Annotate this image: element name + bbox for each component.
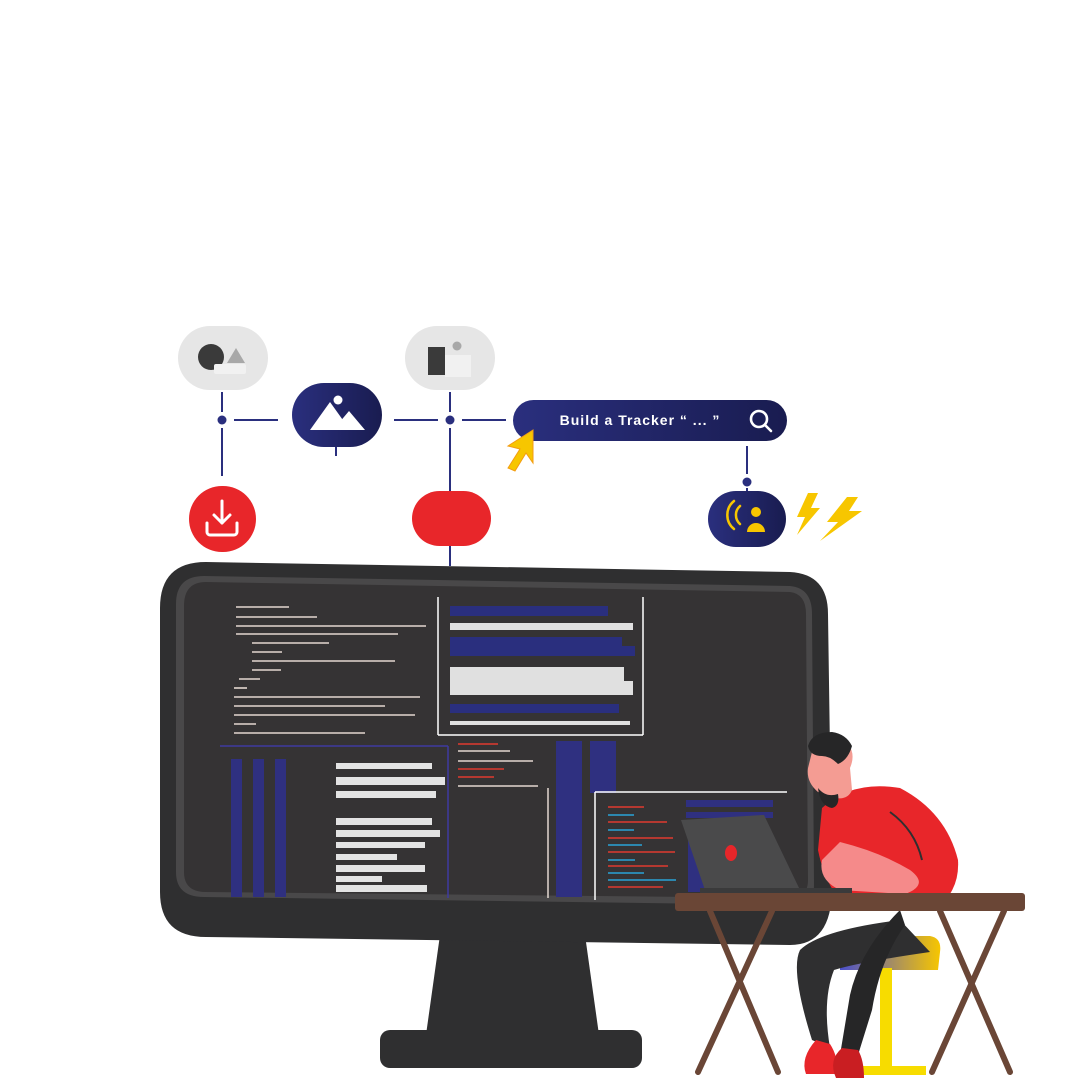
- broadcast-user-node[interactable]: [708, 491, 786, 547]
- person: [796, 732, 959, 1078]
- layout-icon: [428, 341, 471, 377]
- search-icon[interactable]: [749, 409, 773, 433]
- flow-connectors: [221, 392, 748, 566]
- download-icon: [205, 499, 239, 537]
- screen-preview-panel: [437, 597, 644, 736]
- broadcast-user-icon: [726, 499, 765, 532]
- layout-node[interactable]: [405, 326, 495, 390]
- shapes-node[interactable]: [178, 326, 268, 390]
- connector-dots: [217, 415, 752, 487]
- record-node[interactable]: [412, 491, 491, 546]
- code-lines: [234, 606, 426, 734]
- screen-code-middle: [458, 741, 616, 898]
- screen-columns-panel: [220, 745, 449, 898]
- image-icon: [310, 395, 365, 430]
- laptop: [681, 815, 852, 894]
- lightning-icon: [797, 493, 862, 541]
- shapes-icon: [198, 344, 246, 374]
- image-node[interactable]: [292, 383, 382, 447]
- monitor-stand: [380, 935, 642, 1068]
- search-query-text[interactable]: Build a Tracker “ ... ”: [559, 412, 721, 428]
- download-node[interactable]: [189, 486, 256, 552]
- cursor-icon: [506, 429, 534, 472]
- desk: [675, 893, 1025, 1075]
- search-bar[interactable]: [513, 400, 787, 441]
